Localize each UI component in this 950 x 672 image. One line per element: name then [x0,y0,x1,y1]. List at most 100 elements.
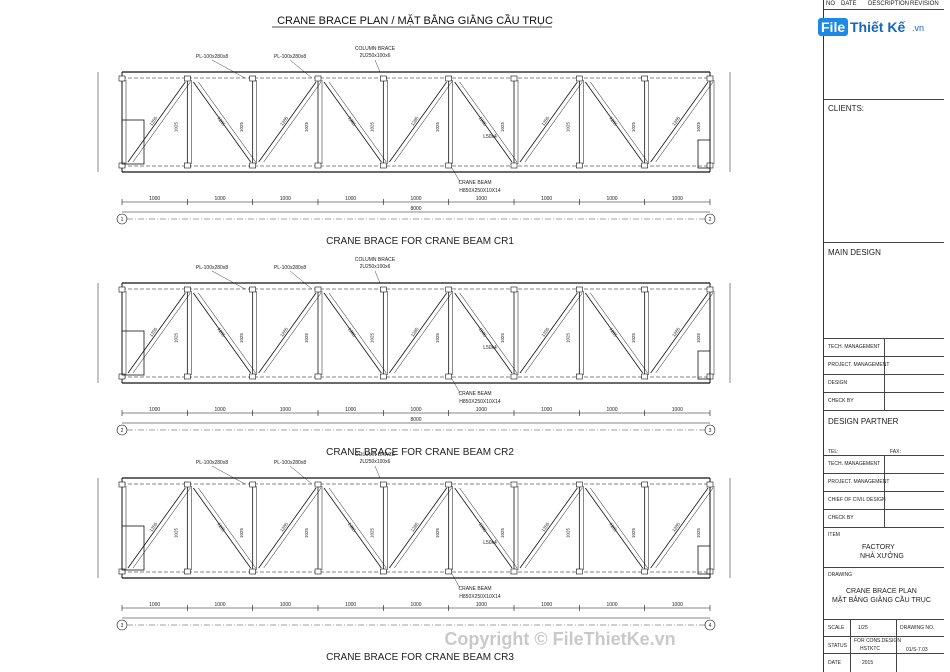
tb-divider-1 [850,620,851,672]
diagonal-brace [127,292,186,374]
diagonal-label: 1285 [279,521,289,532]
diagonal-label: 1285 [410,521,420,532]
diagonal-brace-edge [459,292,518,374]
angle-label: L50x4 [483,540,497,546]
status-value-vi: HSTKTC [860,646,880,652]
axis-label-left: 2 [121,428,124,434]
connection-plate [249,75,256,82]
column-brace-label: COLUMN BRACE [355,257,396,263]
panel-caption: CRANE BRACE FOR CRANE BEAM CR2 [326,447,514,458]
diagonal-label: 1285 [410,115,420,126]
plate-label-right: PL-100x280x8 [274,265,306,271]
diagonal-brace-edge [198,292,256,374]
diagonal-brace-edge [524,487,583,569]
connection-plate [184,568,191,575]
diagonal-brace [454,292,513,374]
connection-plate [445,162,452,169]
diagonal-brace [454,81,513,163]
diagonal-brace [519,81,578,163]
bay-dimension: 1000 [672,196,683,202]
diagonal-label: 1285 [541,521,551,532]
panel-caption: CRANE BRACE FOR CRANE BEAM CR1 [326,236,514,247]
member-label: 1025 [631,527,636,538]
connection-plate [380,162,387,169]
connection-plate [314,481,322,488]
diagonal-label: 1285 [279,326,289,337]
bay-dimension: 1000 [476,602,487,608]
member-label: 1025 [174,121,179,132]
connection-plate [445,481,452,488]
bay-dimension: 1000 [606,407,617,413]
diagonal-brace [323,81,382,163]
diagonal-brace [650,81,709,163]
connection-plate [445,75,452,82]
diagonal-brace-edge [394,487,452,569]
bay-dimension: 1000 [541,407,552,413]
leader-line [289,465,313,485]
member-label: 1025 [566,121,571,132]
leader-line [289,270,313,290]
connection-plate [118,286,126,293]
diagonal-label: 1285 [478,327,488,338]
diagonal-label: 1285 [347,327,357,338]
item-label: ITEM [828,532,840,538]
axis-label-left: 3 [121,623,124,629]
scale-label: SCALE [828,625,845,631]
diagonal-label: 1285 [541,326,551,337]
bay-dimension: 1000 [280,196,291,202]
connection-plate [314,162,322,169]
diagonal-brace-edge [655,292,714,374]
connection-plate [510,568,518,575]
drawing-no-label: DRAWING NO. [900,625,935,631]
design-partner-label: DESIGN PARTNER [828,417,899,426]
diagonal-brace [127,487,186,569]
connection-plate [576,568,583,575]
logo-vn: .vn [912,23,925,33]
crane-beam-label: CRANE BEAM [458,586,491,592]
diagonal-label: 1285 [216,327,226,338]
connection-plate [314,75,322,82]
bay-dimension: 1000 [410,602,421,608]
chief-label: CHIEF OF CIVIL DESIGN [828,497,886,503]
diagonal-label: 1285 [671,521,681,532]
status-label: STATUS [828,643,847,649]
status-value: FOR CONS.DESIGN [854,638,901,644]
bay-dimension: 1000 [606,196,617,202]
connection-plate [445,286,452,293]
diagonal-label: 1285 [671,115,681,126]
tb-divider-3 [884,339,885,411]
plate-label-right: PL-100x280x8 [274,54,306,60]
diagonal-brace-edge [198,487,256,569]
member-label: 1025 [566,527,571,538]
check-by-label: CHECK BY [828,398,854,404]
diagonal-brace-edge [132,81,191,163]
connection-plate [576,75,583,82]
item-value-en: FACTORY [862,544,895,551]
diagonal-brace-edge [132,292,191,374]
leader-line [451,573,461,589]
member-label: 1025 [239,332,244,343]
diagonal-brace-edge [524,292,583,374]
rev-no-header: NO [826,1,835,7]
diagonal-brace [258,81,317,163]
diagonal-brace-edge [590,81,648,163]
connection-plate [510,162,518,169]
revision-header: NO DATE DESCRIPTION REVISION [824,0,944,10]
right-column [697,545,711,575]
connection-plate [706,75,714,82]
connection-plate [706,481,714,488]
bay-dimension: 1000 [410,196,421,202]
member-label: 1025 [696,121,701,132]
connection-plate [118,75,126,82]
brace-panel-3: 1285102512851025128510251285102512851025… [97,452,731,663]
bay-dimension: 1000 [345,196,356,202]
member-label: 1025 [500,332,505,343]
leader-line [451,378,461,394]
fax-label: FAX: [890,449,901,455]
connection-plate [118,481,126,488]
diagonal-brace [389,292,447,374]
bay-dimension: 1000 [541,602,552,608]
bay-dimension: 1000 [672,407,683,413]
angle-label: L50x4 [483,134,497,140]
